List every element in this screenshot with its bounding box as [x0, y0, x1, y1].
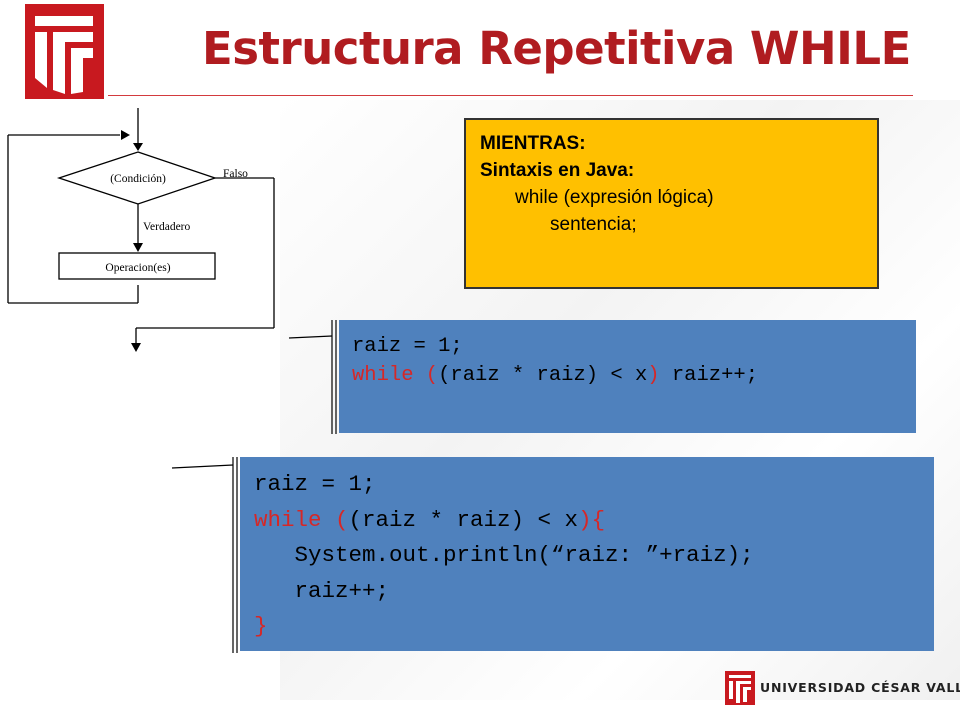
code-expression: (raiz * raiz) < x — [348, 506, 579, 533]
syntax-line-statement: sentencia; — [550, 214, 637, 235]
code-statement: raiz++; — [659, 364, 758, 387]
code-line: System.out.println(“raiz: ”+raiz); — [254, 542, 754, 568]
code-example-block: raiz = 1; while ((raiz * raiz) < x){ Syst… — [240, 457, 934, 651]
true-label: Verdadero — [143, 221, 191, 233]
syntax-line-while: while (expresión lógica) — [515, 187, 714, 208]
syntax-heading: MIENTRAS: — [480, 133, 586, 154]
syntax-box: MIENTRAS: Sintaxis en Java: while (expre… — [464, 118, 879, 289]
title-underline — [108, 95, 913, 96]
code-line: raiz = 1; — [254, 471, 376, 497]
code-line: raiz = 1; — [352, 335, 463, 358]
operation-label: Operacion(es) — [105, 262, 170, 274]
syntax-subheading: Sintaxis en Java: — [480, 160, 635, 181]
code-bracket-2 — [171, 457, 238, 653]
code-keyword: while ( — [352, 364, 439, 387]
condition-label: (Condición) — [110, 173, 166, 185]
code-line: } — [254, 613, 268, 639]
code-keyword: while ( — [254, 506, 349, 533]
code-keyword: ){ — [578, 506, 606, 533]
code-keyword: ) — [647, 364, 660, 387]
slide-title: Estructura Repetitiva WHILE — [202, 22, 911, 75]
false-label: Falso — [223, 168, 248, 180]
while-flowchart: (Condición) Falso Verdadero Operacion(es… — [7, 108, 275, 352]
code-bracket-1 — [288, 320, 337, 434]
code-example-single-line: raiz = 1; while ((raiz * raiz) < x) raiz+… — [339, 320, 916, 433]
code-expression: (raiz * raiz) < x — [438, 364, 648, 387]
footer-logo-icon — [725, 671, 755, 705]
code-line: while ((raiz * raiz) < x) raiz++; — [352, 361, 916, 390]
code-line: while ((raiz * raiz) < x){ — [254, 503, 934, 539]
university-logo — [25, 4, 104, 99]
code-line: raiz++; — [254, 577, 390, 604]
footer-university-name: UNIVERSIDAD CÉSAR VALLEJO — [760, 680, 960, 695]
